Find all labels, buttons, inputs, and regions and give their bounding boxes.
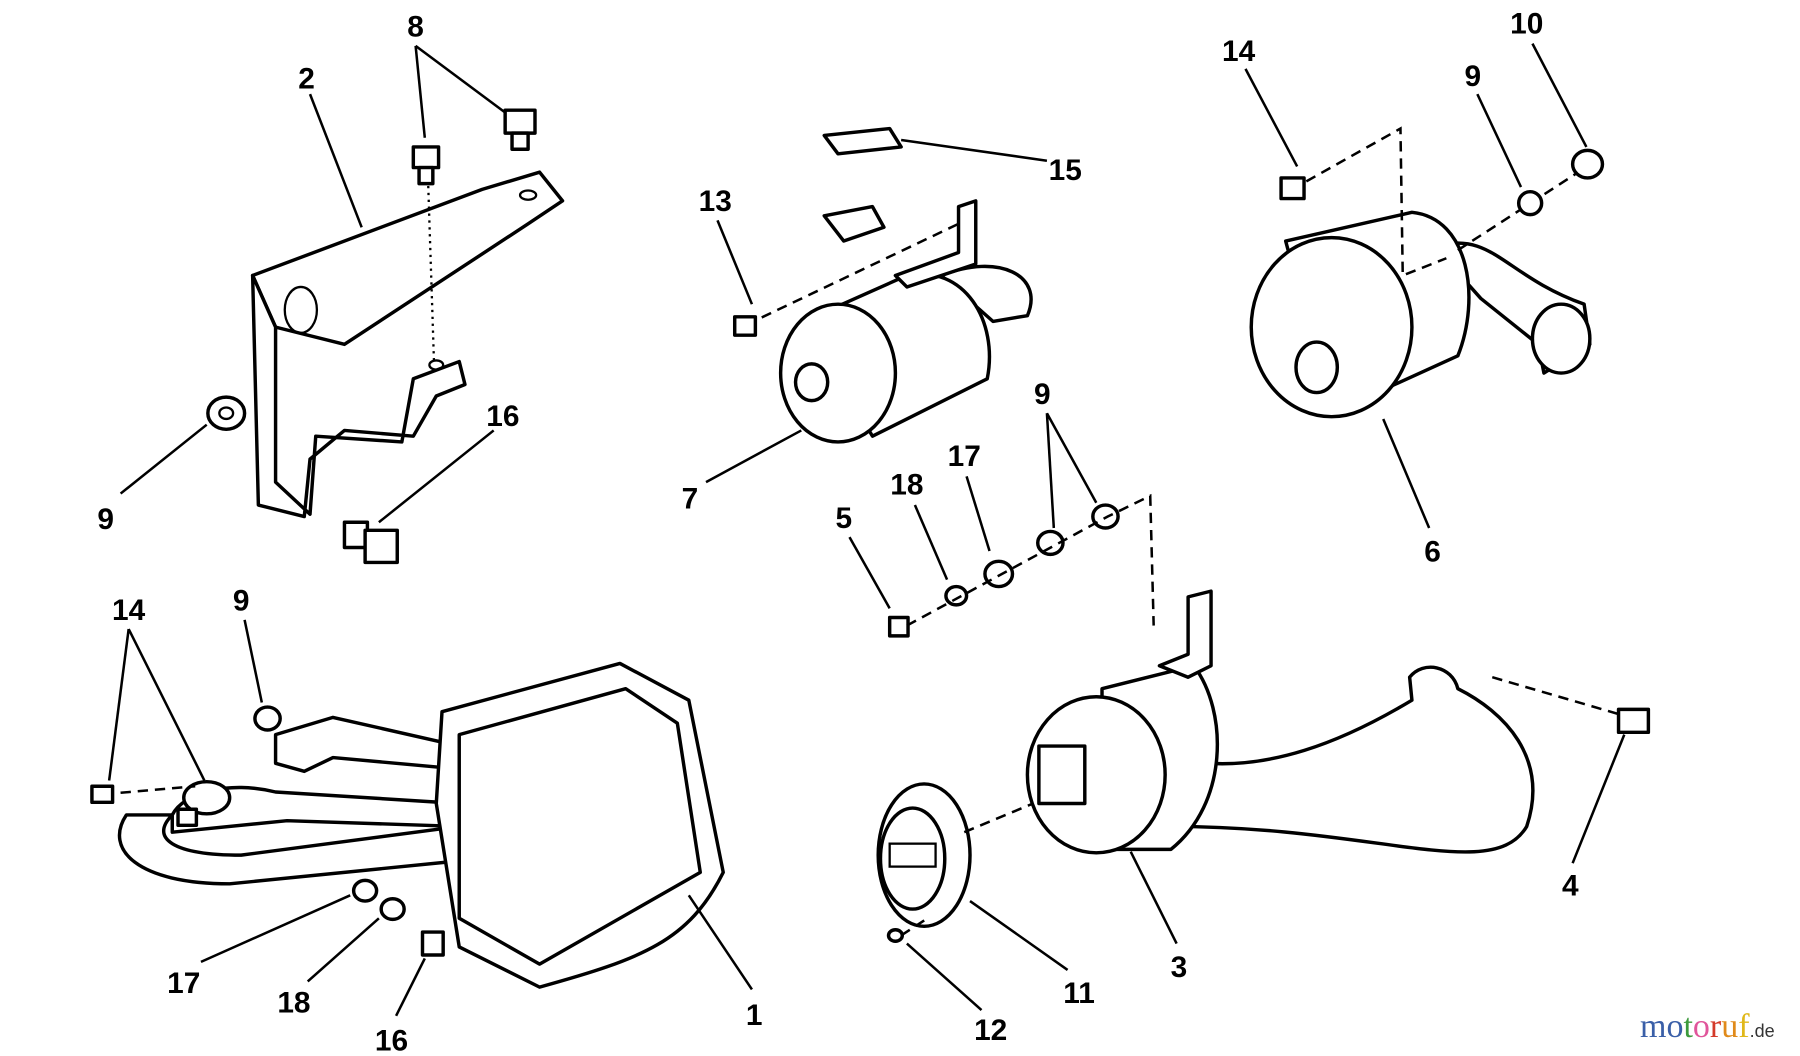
callout-18: 18: [277, 986, 310, 1019]
callout-2: 2: [298, 62, 315, 95]
callout-14: 14: [112, 594, 146, 627]
bolt-16b: [420, 930, 445, 957]
bolt-8b: [503, 108, 537, 151]
callout-9: 9: [1464, 60, 1481, 93]
callout-11: 11: [1063, 977, 1095, 1010]
callout-9: 9: [1034, 378, 1051, 411]
bolt-4: [1616, 707, 1651, 735]
callout-5: 5: [835, 502, 852, 535]
bolt-14b: [90, 784, 199, 828]
callout-14: 14: [1222, 35, 1256, 68]
callout-9: 9: [97, 503, 114, 536]
bolt-16: [342, 520, 399, 565]
muffler-7: [778, 126, 1033, 444]
nut-10: [1570, 148, 1605, 180]
washer-9d: [253, 705, 282, 732]
callout-8: 8: [407, 11, 424, 44]
muffler-6: [1249, 210, 1592, 419]
callout-1: 1: [746, 999, 763, 1032]
callout-7: 7: [682, 482, 699, 515]
bolt-13: [732, 315, 758, 337]
washer-9c: [1516, 189, 1544, 217]
muffler-1: [117, 661, 725, 989]
muffler-3: [1025, 589, 1535, 855]
callout-labels: 8 2 16 9 13 15 7 5 18 17 9 14 10 9 6 14 …: [97, 7, 1579, 1056]
callout-3: 3: [1171, 951, 1188, 984]
washer-18b: [379, 897, 406, 922]
callout-17: 17: [948, 440, 981, 473]
cap-11: [876, 782, 972, 929]
mounting-bracket: [250, 170, 565, 519]
spacer-9a: [1036, 529, 1065, 557]
screw-12: [886, 928, 905, 943]
washer-9: [206, 395, 247, 432]
callout-6: 6: [1424, 535, 1441, 568]
callout-13: 13: [699, 185, 732, 218]
callout-16: 16: [375, 1024, 408, 1056]
callout-9: 9: [233, 585, 250, 618]
bolt-5: [887, 615, 910, 638]
lockwasher-18: [944, 584, 969, 607]
callout-10: 10: [1510, 7, 1543, 40]
leader-lines: [107, 43, 1626, 1017]
motoruf-watermark: motoruf.de: [1640, 1008, 1775, 1045]
callout-15: 15: [1049, 154, 1082, 187]
callout-4: 4: [1562, 869, 1579, 902]
washer-17: [983, 559, 1015, 589]
callout-17: 17: [167, 967, 200, 1000]
callout-16: 16: [486, 400, 519, 433]
washer-17b: [351, 878, 379, 903]
bolt-14: [1279, 176, 1306, 201]
callout-18: 18: [890, 469, 923, 502]
bolt-8a: [411, 145, 441, 186]
callout-12: 12: [974, 1014, 1007, 1047]
